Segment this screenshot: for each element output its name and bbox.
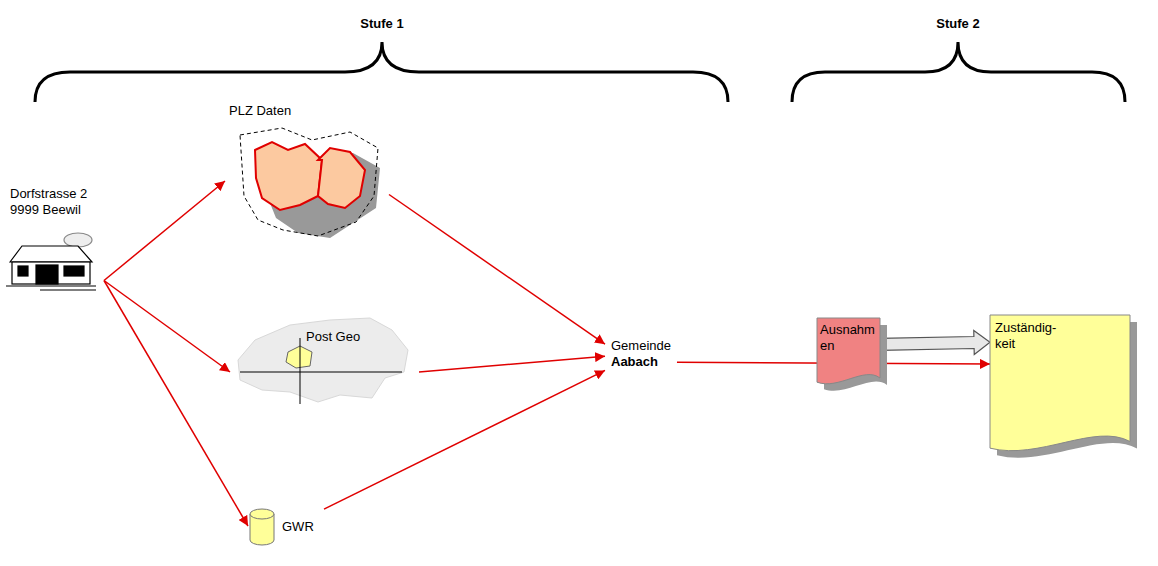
flow-arrow bbox=[104, 281, 230, 373]
flow-arrow bbox=[104, 181, 225, 281]
house-icon bbox=[6, 233, 96, 290]
flow-arrow bbox=[324, 370, 605, 509]
flow-arrow bbox=[419, 356, 605, 372]
node-text: Zuständig- keit bbox=[995, 320, 1075, 353]
flow-arrow bbox=[104, 281, 248, 527]
node-text: GWR bbox=[282, 519, 324, 535]
stage-label: Stufe 1 bbox=[360, 16, 403, 31]
node-text: Post Geo bbox=[306, 329, 419, 345]
database-node: GWR bbox=[248, 505, 324, 547]
responsibility-document: Zuständig- keit bbox=[990, 315, 1130, 451]
document-shape bbox=[990, 315, 1130, 451]
database-cylinder bbox=[250, 509, 274, 545]
stage-brace bbox=[792, 42, 1125, 102]
stage-brace bbox=[35, 42, 728, 102]
exceptions-document: Ausnahmen bbox=[817, 318, 880, 384]
stage-label: Stufe 2 bbox=[936, 16, 979, 31]
document-outline bbox=[817, 318, 880, 384]
plz-map bbox=[240, 128, 380, 238]
address-node: Dorfstrasse 2 9999 Beewil bbox=[8, 186, 104, 291]
node-text: Dorfstrasse 2 9999 Beewil bbox=[10, 186, 100, 219]
node-text: Ausnahmen bbox=[820, 322, 876, 355]
block-arrow bbox=[880, 331, 990, 355]
document-outline bbox=[990, 315, 1130, 451]
data-source-map: PLZ Daten bbox=[225, 100, 389, 235]
flow-arrow bbox=[389, 195, 605, 345]
node-text: PLZ Daten bbox=[229, 103, 389, 119]
result-node: GemeindeAabach bbox=[605, 334, 677, 375]
node-text: Aabach bbox=[611, 354, 671, 370]
node-text: Gemeinde bbox=[611, 338, 671, 354]
data-source-map: Post Geo bbox=[230, 305, 419, 405]
